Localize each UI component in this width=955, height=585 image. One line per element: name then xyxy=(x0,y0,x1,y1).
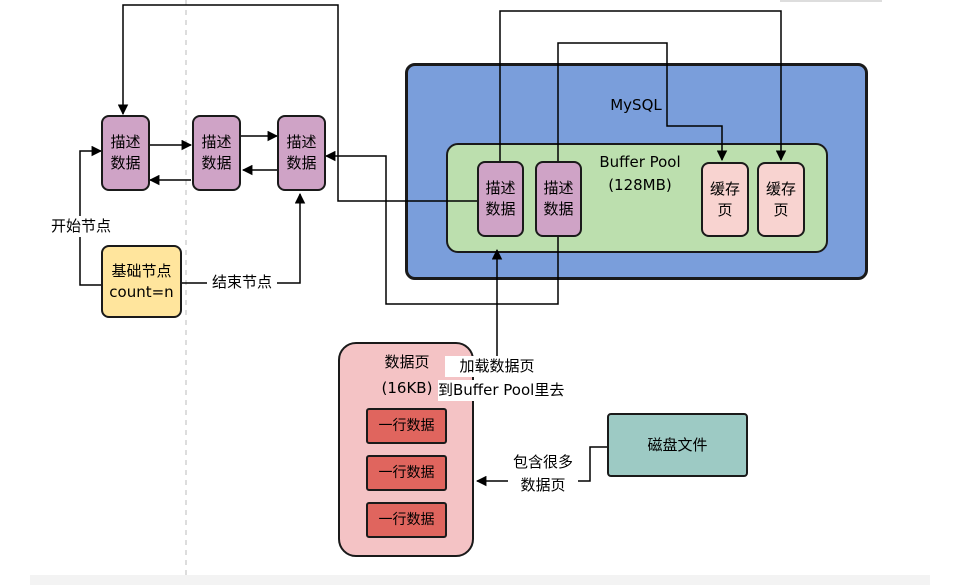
cache-page-2-label: 缓存页 xyxy=(765,179,796,219)
data-row-2: 一行数据 xyxy=(366,455,447,491)
linked-node-2-line1: 描述 xyxy=(201,133,232,151)
data-row-1: 一行数据 xyxy=(366,408,447,444)
buffer-desc-2: 描述 数据 xyxy=(535,161,582,237)
linked-node-3-line1: 描述 xyxy=(286,133,317,151)
mysql-title: MySQL xyxy=(610,96,662,114)
linked-node-1-line2: 数据 xyxy=(110,154,141,172)
buffer-desc-1: 描述 数据 xyxy=(477,161,524,237)
start-node-label: 开始节点 xyxy=(46,216,116,237)
disk-file: 磁盘文件 xyxy=(607,413,748,477)
bottom-strip xyxy=(30,575,930,585)
base-node-count: count=n xyxy=(109,282,174,301)
top-edge-line xyxy=(780,0,882,2)
buffer-desc-2-line2: 数据 xyxy=(543,200,574,218)
data-row-1-label: 一行数据 xyxy=(378,417,435,434)
buffer-desc-1-line1: 描述 xyxy=(485,179,516,197)
disk-file-label: 磁盘文件 xyxy=(647,435,708,454)
disk-contains-line1: 包含很多 xyxy=(508,452,578,473)
desc2-to-cache-connector xyxy=(557,42,728,162)
load-label-line1: 加载数据页 xyxy=(445,356,549,377)
linked-node-3: 描述 数据 xyxy=(277,115,326,191)
end-node-label: 结束节点 xyxy=(207,272,277,293)
data-page-size: (16KB) xyxy=(381,379,433,397)
linked-node-3-line2: 数据 xyxy=(286,154,317,172)
disk-contains-line2: 数据页 xyxy=(508,475,578,496)
linked-node-2: 描述 数据 xyxy=(192,115,241,191)
base-node: 基础节点 count=n xyxy=(101,245,182,318)
cache-page-1: 缓存页 xyxy=(701,162,749,237)
buffer-desc-1-line2: 数据 xyxy=(485,200,516,218)
desc1-to-cache-connector xyxy=(499,10,787,162)
desc2-to-node3-connector xyxy=(324,150,559,305)
linked-node-1-line1: 描述 xyxy=(110,133,141,151)
end-node-connector xyxy=(182,192,306,284)
linked-node-1: 描述 数据 xyxy=(101,115,150,191)
data-row-3-label: 一行数据 xyxy=(378,511,435,528)
base-node-title: 基础节点 xyxy=(111,261,172,280)
top-loop-connector xyxy=(117,4,477,202)
buffer-pool-title: Buffer Pool xyxy=(599,153,681,171)
data-row-3: 一行数据 xyxy=(366,502,447,538)
load-label-line2: 到Buffer Pool里去 xyxy=(438,380,565,401)
cache-page-2: 缓存页 xyxy=(757,162,805,237)
buffer-desc-2-line1: 描述 xyxy=(543,179,574,197)
buffer-pool-size: (128MB) xyxy=(608,176,672,194)
cache-page-1-label: 缓存页 xyxy=(709,179,740,219)
data-page-title: 数据页 xyxy=(384,353,430,371)
linked-node-2-line2: 数据 xyxy=(201,154,232,172)
data-row-2-label: 一行数据 xyxy=(378,464,435,481)
